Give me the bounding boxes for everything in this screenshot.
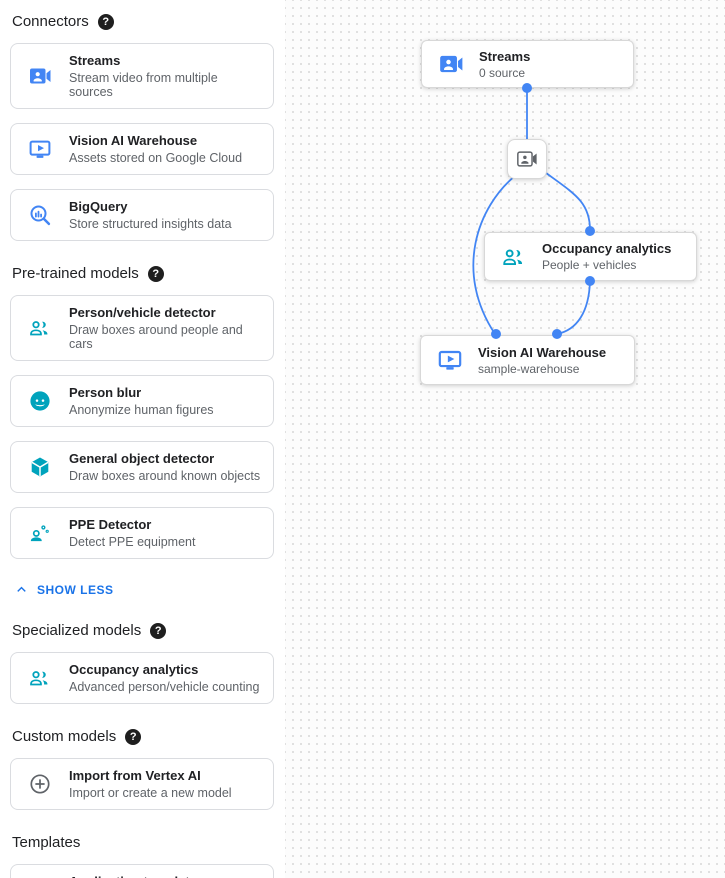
palette-item-title: Occupancy analytics — [69, 662, 199, 677]
palette-item-ppe-detector[interactable]: PPE Detector Detect PPE equipment — [10, 507, 274, 559]
palette-item-vision-ai-warehouse[interactable]: Vision AI Warehouse Assets stored on Goo… — [10, 123, 274, 175]
node-subtitle: People + vehicles — [542, 258, 637, 272]
palette-item-person-vehicle-detector[interactable]: Person/vehicle detector Draw boxes aroun… — [10, 295, 274, 361]
palette-item-subtitle: Anonymize human figures — [69, 403, 214, 417]
face-icon — [28, 389, 52, 413]
section-title: Connectors — [12, 13, 89, 30]
palette-item-subtitle: Assets stored on Google Cloud — [69, 151, 243, 165]
help-icon[interactable]: ? — [150, 623, 167, 639]
edge-occupancy-to-warehouse — [556, 280, 591, 335]
palette-item-subtitle: Detect PPE equipment — [69, 535, 196, 549]
palette-item-title: Vision AI Warehouse — [69, 133, 198, 148]
section-title: Templates — [12, 834, 81, 851]
palette-item-occupancy-analytics[interactable]: Occupancy analytics Advanced person/vehi… — [10, 652, 274, 704]
node-title: Vision AI Warehouse — [478, 344, 607, 360]
palette-item-subtitle: Stream video from multiple sources — [69, 71, 218, 99]
bigquery-magnifier-icon — [28, 203, 52, 227]
palette-item-subtitle: Import or create a new model — [69, 786, 232, 800]
palette-item-title: BigQuery — [69, 199, 128, 214]
palette-item-application-template[interactable]: Application template Video streams + Vis… — [10, 864, 274, 878]
section-header-specialized-models: Specialized models ? — [12, 622, 274, 640]
component-palette: Connectors ? Streams Stream video from m… — [0, 0, 285, 878]
show-less-link[interactable]: SHOW LESS — [13, 581, 274, 598]
section-header-custom-models: Custom models ? — [12, 728, 274, 746]
video-camera-icon — [438, 51, 464, 77]
palette-item-bigquery[interactable]: BigQuery Store structured insights data — [10, 189, 274, 241]
node-stream-source[interactable] — [507, 139, 547, 179]
ppe-person-icon — [28, 521, 52, 545]
palette-item-title: Import from Vertex AI — [69, 768, 201, 783]
palette-item-title: Application template — [69, 874, 261, 878]
node-occupancy-analytics[interactable]: Occupancy analytics People + vehicles — [484, 232, 697, 281]
warehouse-monitor-icon — [28, 137, 52, 161]
plus-circle-icon — [28, 772, 52, 796]
node-vision-ai-warehouse[interactable]: Vision AI Warehouse sample-warehouse — [420, 335, 635, 385]
chevron-up-icon — [17, 586, 26, 592]
palette-item-subtitle: Store structured insights data — [69, 217, 232, 231]
palette-item-subtitle: Draw boxes around known objects — [69, 469, 261, 483]
video-camera-icon — [516, 148, 538, 170]
help-icon[interactable]: ? — [97, 14, 114, 30]
palette-item-import-from-vertex-ai[interactable]: Import from Vertex AI Import or create a… — [10, 758, 274, 810]
palette-item-person-blur[interactable]: Person blur Anonymize human figures — [10, 375, 274, 427]
section-title: Pre-trained models — [12, 265, 139, 282]
palette-item-subtitle: Draw boxes around people and cars — [69, 323, 243, 351]
section-header-pretrained-models: Pre-trained models ? — [12, 265, 274, 283]
port-occupancy-output[interactable] — [585, 276, 595, 286]
section-title: Specialized models — [12, 622, 142, 639]
show-less-label: SHOW LESS — [37, 582, 114, 597]
palette-item-title: Streams — [69, 53, 121, 68]
people-icon — [28, 316, 52, 340]
port-warehouse-input-1[interactable] — [491, 329, 501, 339]
node-streams[interactable]: Streams 0 source — [421, 40, 634, 88]
palette-item-subtitle: Advanced person/vehicle counting — [69, 680, 260, 694]
graph-edges — [472, 88, 591, 335]
help-icon[interactable]: ? — [125, 729, 142, 745]
warehouse-monitor-icon — [437, 347, 463, 373]
section-header-templates: Templates — [12, 834, 274, 852]
palette-item-general-object-detector[interactable]: General object detector Draw boxes aroun… — [10, 441, 274, 493]
graph-canvas[interactable]: Streams 0 source Occupancy analytics Peo… — [285, 0, 725, 878]
port-occupancy-input[interactable] — [585, 226, 595, 236]
palette-item-title: Person blur — [69, 385, 142, 400]
palette-item-streams[interactable]: Streams Stream video from multiple sourc… — [10, 43, 274, 109]
port-warehouse-input-2[interactable] — [552, 329, 562, 339]
cube-icon — [28, 455, 52, 479]
palette-item-title: General object detector — [69, 451, 215, 466]
node-title: Occupancy analytics — [542, 241, 672, 256]
section-title: Custom models — [12, 728, 117, 745]
people-icon — [28, 666, 52, 690]
video-camera-icon — [28, 64, 52, 88]
node-title: Streams — [479, 48, 531, 64]
palette-item-title: Person/vehicle detector — [69, 305, 216, 320]
node-subtitle: sample-warehouse — [478, 361, 580, 376]
palette-item-title: PPE Detector — [69, 517, 152, 532]
people-icon — [501, 244, 527, 270]
section-header-connectors: Connectors ? — [12, 13, 274, 31]
node-subtitle: 0 source — [479, 65, 526, 80]
port-streams-output[interactable] — [522, 83, 532, 93]
edge-camera-to-occupancy — [541, 169, 591, 231]
help-icon[interactable]: ? — [147, 266, 164, 282]
